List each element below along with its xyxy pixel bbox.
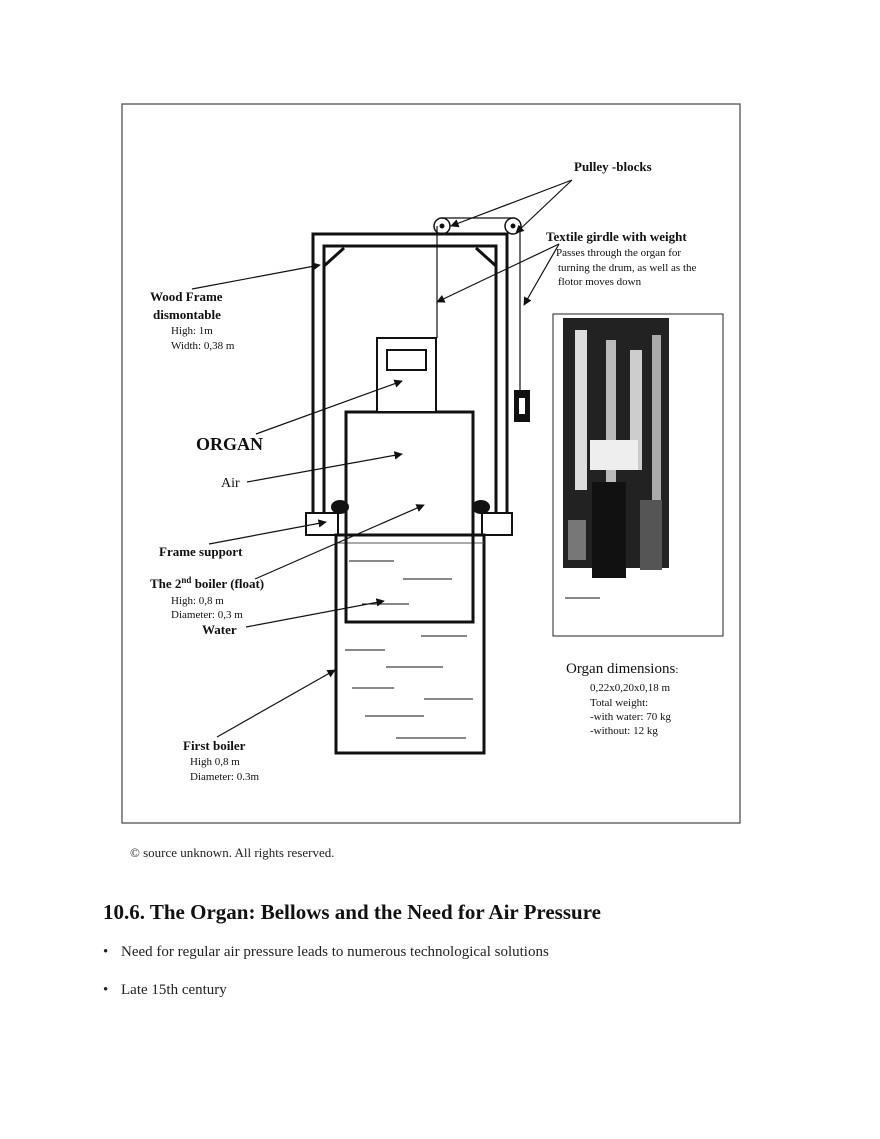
first-boiler-diameter: Diameter: 0.3m: [190, 771, 259, 783]
organ-diagram: Pulley -blocks Textile girdle with weigh…: [121, 103, 741, 824]
first-boiler-label: First boiler: [183, 738, 246, 753]
frame-width: Width: 0,38 m: [171, 340, 235, 352]
dims-line-2: Total weight:: [590, 697, 648, 709]
organ-window: [386, 349, 427, 371]
bullet-text: Late 15th century: [121, 982, 227, 998]
boiler2-diameter: Diameter: 0,3 m: [171, 609, 243, 621]
figure-border: [121, 103, 741, 824]
bullet-text: Need for regular air pressure leads to n…: [121, 944, 549, 960]
second-boiler-float: [344, 410, 475, 624]
list-item: • Need for regular air pressure leads to…: [103, 944, 549, 982]
dims-line-3: -with water: 70 kg: [590, 711, 671, 723]
organ-photo: [552, 313, 724, 637]
arrow-frame-support: [208, 519, 327, 545]
girdle-title: Textile girdle with weight: [546, 229, 687, 244]
arrow-pulley-right: [515, 179, 573, 234]
dims-line-4: -without: 12 kg: [590, 725, 658, 737]
bullet-list: • Need for regular air pressure leads to…: [103, 944, 549, 1020]
frame-support-left: [305, 512, 339, 536]
bullet-marker: •: [103, 944, 109, 960]
list-item: • Late 15th century: [103, 982, 549, 1020]
frame-support-label: Frame support: [159, 544, 243, 559]
boiler2-high: High: 0,8 m: [171, 595, 224, 607]
arrow-wood-frame: [191, 262, 321, 290]
bullet-marker: •: [103, 982, 109, 998]
frame-high: High: 1m: [171, 325, 213, 337]
air-label: Air: [221, 476, 240, 491]
arrow-pulley-left: [450, 179, 573, 228]
frame-title-1: Wood Frame: [150, 289, 223, 304]
arrow-first-boiler: [216, 669, 336, 738]
arrow-water: [245, 598, 385, 628]
figure-caption: © source unknown. All rights reserved.: [130, 845, 335, 860]
water-label: Water: [202, 622, 237, 637]
girdle-line-1: Passes through the organ for: [556, 247, 681, 259]
water-lines: [345, 560, 473, 739]
pulley-label: Pulley -blocks: [574, 159, 652, 174]
arrow-girdle-right: [523, 243, 560, 306]
first-boiler: [334, 533, 486, 755]
arrows: [191, 179, 573, 738]
arrow-organ: [255, 379, 403, 435]
dims-title: Organ dimensions:: [566, 661, 678, 677]
pulley-system: [433, 217, 522, 390]
arrow-boiler2: [254, 504, 425, 580]
frame-support-right: [481, 512, 513, 536]
boiler2-label: The 2nd boiler (float): [150, 575, 264, 591]
dims-line-1: 0,22x0,20x0,18 m: [590, 682, 671, 694]
organ-label: ORGAN: [196, 434, 263, 454]
frame-title-2: dismontable: [153, 307, 221, 322]
roller-right: [472, 500, 490, 514]
girdle-line-2: turning the drum, as well as the: [558, 262, 697, 274]
girdle-line-3: flotor moves down: [558, 276, 642, 288]
arrow-girdle-center: [436, 243, 560, 303]
section-heading: 10.6. The Organ: Bellows and the Need fo…: [103, 900, 601, 924]
first-boiler-high: High 0,8 m: [190, 756, 240, 768]
arrow-air: [246, 451, 403, 483]
wood-frame: [311, 232, 509, 514]
